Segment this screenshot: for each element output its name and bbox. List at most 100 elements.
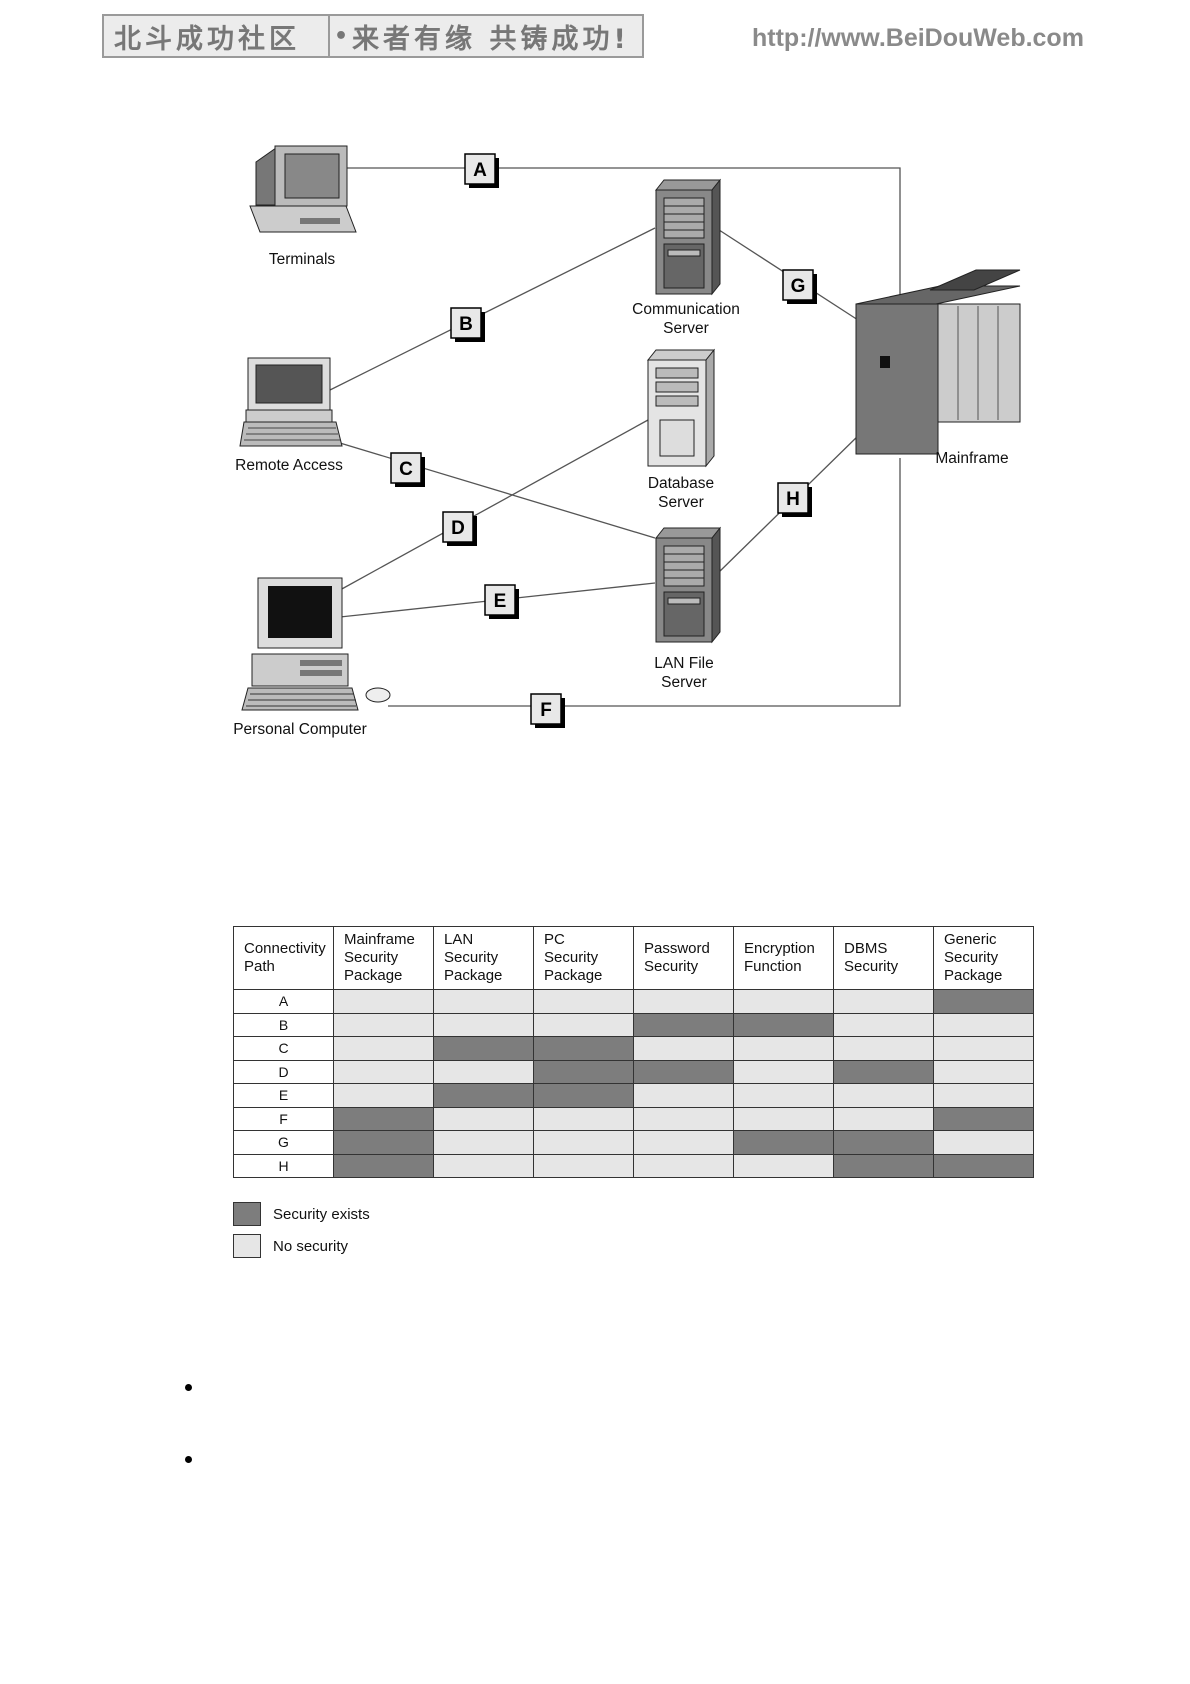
connectivity-path-cell: C [233,1036,334,1061]
no-security-cell [733,1059,834,1084]
path-tag-f: F [530,693,565,728]
column-header-line: Package [344,967,403,984]
path-tag-a: A [464,153,499,188]
security-exists-cell [933,1153,1034,1178]
no-security-cell [533,1130,634,1155]
no-security-cell [933,1036,1034,1061]
no-security-cell [333,1059,434,1084]
column-header-line: Mainframe [344,931,415,948]
security-exists-cell [433,1036,534,1061]
remote-access-label: Remote Access [235,457,343,474]
no-security-cell [533,1012,634,1037]
no-security-cell [733,1036,834,1061]
database-server-label-line1: Database [648,475,714,492]
column-header-line: Connectivity [244,940,326,957]
legend-row-no-security: No security [233,1230,370,1262]
column-header-line: DBMS [844,940,888,957]
security-exists-cell [533,1036,634,1061]
path-tag-label: B [459,314,473,335]
no-security-cell [533,989,634,1014]
column-header-line: Path [244,958,275,975]
path-tag-box [777,482,809,514]
database-server-icon [646,348,716,468]
connectivity-path-cell: H [233,1153,334,1178]
no-security-cell [433,1153,534,1178]
security-exists-cell [633,1012,734,1037]
security-exists-cell [833,1130,934,1155]
column-header-line: Function [744,958,802,975]
database-server-label-line2: Server [658,494,704,511]
banner-left-text: 北斗成功社区 [114,23,300,55]
table-row: D [233,1059,1034,1084]
no-security-cell [833,1036,934,1061]
security-exists-swatch [233,1202,261,1226]
table-row: F [233,1106,1034,1131]
communication-server-label-line2: Server [663,320,709,337]
column-header-line: LAN [444,931,474,948]
mainframe-label: Mainframe [935,450,1008,467]
security-exists-cell [333,1153,434,1178]
security-exists-cell [833,1153,934,1178]
path-line-c [329,439,656,539]
connectivity-path-cell: G [233,1130,334,1155]
security-exists-cell [933,989,1034,1014]
node-labels: Terminals Remote Access Personal Compute… [233,251,1008,738]
no-security-cell [833,1083,934,1108]
no-security-cell [433,1130,534,1155]
path-line-a [345,167,901,300]
legend-row-security-exists: Security exists [233,1198,370,1230]
column-header-line: Security [544,949,599,966]
mainframe-icon [855,269,1021,455]
terminal-icon [249,145,357,233]
security-exists-cell [733,1130,834,1155]
no-security-swatch [233,1234,261,1258]
no-security-cell [333,1083,434,1108]
path-line-f [388,458,901,707]
column-header-line: Security [844,958,899,975]
table-row: A [233,989,1034,1014]
column-header-line: Generic [944,931,997,948]
security-exists-cell [733,1012,834,1037]
path-tag-label: E [494,591,507,612]
path-tag-e: E [484,584,519,619]
table-row: H [233,1153,1034,1178]
path-tag-label: D [451,518,465,539]
no-security-cell [733,989,834,1014]
communication-server-icon [654,178,722,296]
bullet-point [185,1384,192,1391]
path-line-b [329,227,656,391]
connectivity-path-cell: A [233,989,334,1014]
no-security-cell [433,1059,534,1084]
column-header-line: Encryption [744,940,815,957]
no-security-cell [633,989,734,1014]
communication-server-label-line1: Communication [632,301,740,318]
path-tag-label: A [473,160,487,181]
no-security-cell [733,1153,834,1178]
no-security-cell [833,989,934,1014]
no-security-cell [733,1106,834,1131]
no-security-cell [633,1130,734,1155]
column-header-line: PC [544,931,565,948]
bullet-point [185,1456,192,1463]
no-security-cell [633,1153,734,1178]
column-header-line: Package [944,967,1003,984]
no-security-cell [533,1106,634,1131]
no-security-cell [933,1083,1034,1108]
security-exists-cell [333,1106,434,1131]
personal-computer-label: Personal Computer [233,721,367,738]
connectivity-path-cell: E [233,1083,334,1108]
path-tag-box [390,452,422,484]
path-tag-label: H [786,489,800,510]
security-exists-cell [833,1059,934,1084]
legend: Security exists No security [233,1198,370,1262]
path-tag-label: G [791,276,806,297]
